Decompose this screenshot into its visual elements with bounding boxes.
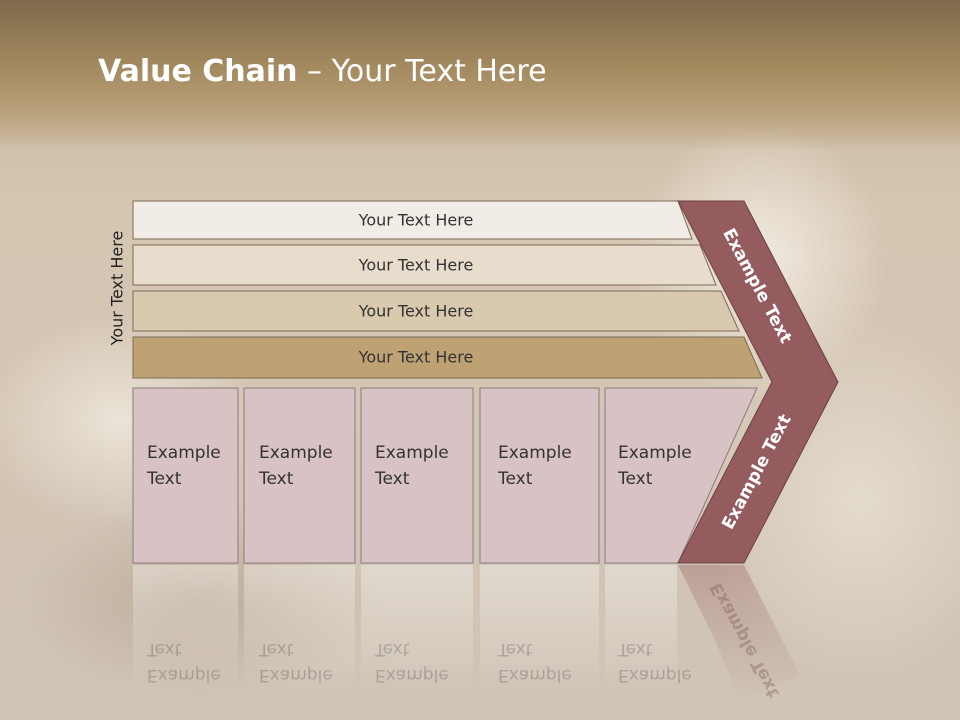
box-3-reflect-line2: Text bbox=[375, 639, 410, 659]
row-bar-2 bbox=[132, 244, 717, 286]
row-label-1: Your Text Here bbox=[358, 211, 474, 230]
box-4-reflect-line1: Example bbox=[498, 665, 572, 685]
box-text-5: Example Text bbox=[618, 440, 692, 492]
box-reflection-4 bbox=[480, 565, 599, 695]
box-text-1: Example Text bbox=[147, 440, 221, 492]
chevron-reflection bbox=[678, 565, 800, 700]
box-2-line2: Text bbox=[259, 469, 294, 489]
box-reflection-2 bbox=[244, 565, 355, 695]
box-2 bbox=[243, 387, 356, 564]
slide-title: Value Chain – Your Text Here bbox=[98, 54, 547, 89]
box-5-line1: Example bbox=[618, 443, 692, 463]
box-reflect-text-1: Example Text bbox=[147, 636, 221, 688]
box-reflect-text-2: Example Text bbox=[259, 636, 333, 688]
row-label-4: Your Text Here bbox=[358, 348, 474, 367]
box-reflection-1 bbox=[133, 565, 238, 695]
box-5-reflect-line2: Text bbox=[618, 639, 653, 659]
box-reflection-3 bbox=[361, 565, 473, 695]
box-1-line2: Text bbox=[147, 469, 182, 489]
box-5-line2: Text bbox=[618, 469, 653, 489]
box-text-4: Example Text bbox=[498, 440, 572, 492]
box-reflect-text-3: Example Text bbox=[375, 636, 449, 688]
title-band bbox=[0, 0, 960, 150]
box-4 bbox=[479, 387, 600, 564]
box-2-line1: Example bbox=[259, 443, 333, 463]
box-4-line2: Text bbox=[498, 469, 533, 489]
title-bold: Value Chain bbox=[98, 54, 298, 89]
box-1-line1: Example bbox=[147, 443, 221, 463]
box-1 bbox=[132, 387, 239, 564]
box-3 bbox=[360, 387, 474, 564]
box-text-2: Example Text bbox=[259, 440, 333, 492]
title-rest: – Your Text Here bbox=[297, 54, 547, 89]
box-3-line1: Example bbox=[375, 443, 449, 463]
box-3-line2: Text bbox=[375, 469, 410, 489]
box-4-reflect-line2: Text bbox=[498, 639, 533, 659]
box-text-3: Example Text bbox=[375, 440, 449, 492]
box-reflection-5 bbox=[605, 565, 677, 695]
box-1-reflect-line1: Example bbox=[147, 665, 221, 685]
row-bar-1 bbox=[132, 200, 693, 240]
box-1-reflect-line2: Text bbox=[147, 639, 182, 659]
row-bar-3 bbox=[132, 290, 740, 332]
box-5-reflect-line1: Example bbox=[618, 665, 692, 685]
box-2-reflect-line1: Example bbox=[259, 665, 333, 685]
box-4-line1: Example bbox=[498, 443, 572, 463]
row-bar-4 bbox=[132, 336, 763, 379]
box-3-reflect-line1: Example bbox=[375, 665, 449, 685]
chevron-arrow bbox=[677, 200, 839, 564]
row-label-2: Your Text Here bbox=[358, 256, 474, 275]
row-label-3: Your Text Here bbox=[358, 302, 474, 321]
box-2-reflect-line2: Text bbox=[259, 639, 294, 659]
box-reflect-text-5: Example Text bbox=[618, 636, 692, 688]
box-reflect-text-4: Example Text bbox=[498, 636, 572, 688]
